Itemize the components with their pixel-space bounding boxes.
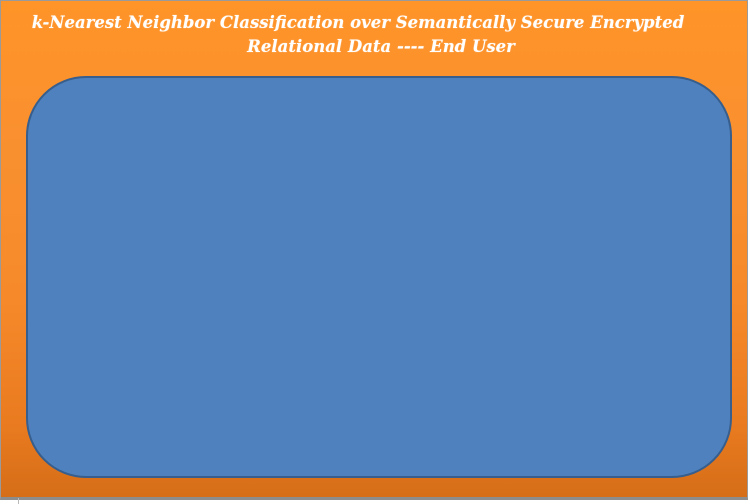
divider xyxy=(18,498,19,504)
content-panel xyxy=(26,76,732,478)
page-title: k-Nearest Neighbor Classification over S… xyxy=(1,11,747,59)
page-title-line-1: k-Nearest Neighbor Classification over S… xyxy=(31,13,685,32)
bottom-strip xyxy=(0,500,750,504)
page-title-line-2: Relational Data ---- End User xyxy=(247,37,515,56)
